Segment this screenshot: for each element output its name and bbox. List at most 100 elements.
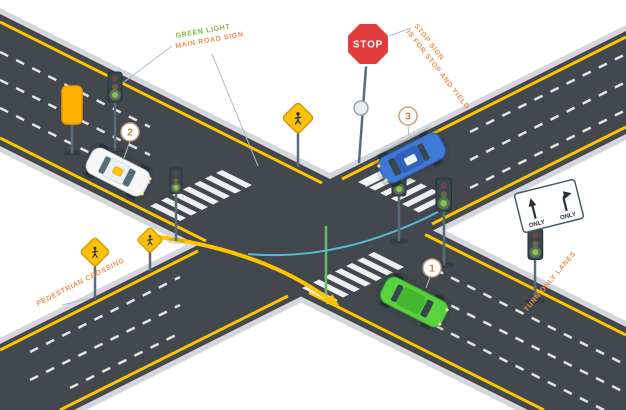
walking-person-icon	[92, 246, 98, 258]
lane-line	[469, 108, 626, 190]
edge-line	[0, 249, 199, 352]
traffic-light-taxi-group	[167, 167, 185, 244]
crosswalk-stripe	[346, 263, 382, 281]
marker-stem	[407, 124, 410, 141]
road-edge-lines	[0, 20, 626, 410]
wheel	[434, 293, 445, 302]
headlight	[438, 322, 442, 326]
pedestrian-sign-top-group	[282, 102, 314, 168]
marker-number: 3	[405, 112, 411, 123]
traffic-light	[169, 167, 183, 194]
marker-stem	[425, 276, 431, 289]
marker-stem	[123, 140, 131, 159]
door-decal	[404, 154, 418, 166]
turn-path-teal	[247, 211, 439, 257]
walking-person-icon	[147, 235, 153, 246]
crosswalk-stripe	[335, 268, 371, 287]
marker-circle	[398, 106, 418, 126]
crosswalk-stripe	[402, 189, 438, 207]
wheel	[139, 164, 150, 172]
wheel	[98, 143, 109, 152]
wheel	[84, 171, 95, 179]
green-car	[375, 271, 453, 333]
marker-blue-car: 3	[398, 106, 418, 141]
headlight	[148, 177, 152, 181]
car-roof	[396, 287, 427, 315]
annotation-stop-sign: STOP SIGN IS FOR STOP AND YIELD	[405, 23, 471, 111]
crosswalk-stripe	[313, 279, 349, 298]
windshield	[122, 168, 136, 187]
wheel	[391, 179, 402, 187]
traffic-light	[435, 177, 452, 212]
amber-board-sign	[61, 85, 83, 125]
crosswalk-stripe	[194, 181, 230, 199]
straight-arrow-icon	[531, 204, 537, 219]
taxi-car	[81, 142, 155, 202]
marker-green-car: 1	[422, 258, 442, 289]
windshield	[388, 157, 402, 176]
marker-taxi: 2	[120, 122, 140, 159]
rear-window	[417, 143, 430, 161]
roads	[0, 8, 626, 410]
stop-sign-label: STOP	[353, 40, 383, 51]
wheel	[420, 321, 431, 330]
marker-circle	[120, 122, 140, 142]
wheel	[418, 130, 429, 139]
traffic-light-topleft-group	[61, 71, 125, 156]
edge-line	[59, 294, 289, 410]
turn-arrow-head	[326, 294, 339, 305]
lane-markings	[0, 50, 626, 410]
leader-line	[123, 45, 173, 83]
rear-window	[391, 284, 404, 303]
wheel	[393, 273, 404, 281]
edge-line	[0, 20, 323, 185]
crosswalk-stripe	[216, 170, 252, 188]
headlight	[140, 192, 144, 196]
lane-line	[69, 331, 181, 390]
leader-line	[211, 53, 259, 167]
straight-arrow-head-icon	[528, 198, 537, 207]
crosswalk-stripe	[324, 274, 360, 292]
pedestrian-sign-bottom-group	[80, 237, 110, 299]
crosswalk-stripe	[368, 252, 404, 270]
wheel	[432, 158, 443, 167]
pedestrian-sign-mid-group	[137, 227, 163, 272]
stop-sign-octagon	[345, 21, 391, 67]
trajectory-paths	[150, 211, 439, 305]
headlight	[384, 178, 388, 182]
marker-circle	[422, 258, 442, 278]
headlight	[377, 164, 381, 168]
stop-sign-group: STOP	[345, 21, 391, 164]
turn-arrow-head-icon	[562, 191, 572, 199]
crosswalk-stripe	[172, 192, 208, 210]
traffic-light-crosswalk-group	[390, 165, 408, 244]
edge-line	[431, 125, 626, 226]
rear-window	[98, 156, 111, 174]
wheel	[125, 191, 136, 200]
traffic-light	[527, 227, 544, 261]
lane-line	[469, 52, 626, 134]
traffic-light	[107, 71, 123, 103]
wheel	[377, 151, 388, 160]
crosswalk-stripe	[183, 186, 219, 205]
lane-line	[469, 80, 626, 162]
wheel	[379, 300, 390, 309]
marker-number: 2	[127, 128, 133, 139]
edge-line	[0, 136, 207, 243]
leader-lines	[61, 27, 412, 306]
turn-only-right-label: ONLY	[560, 212, 577, 222]
leader-line	[61, 297, 91, 306]
marker-number: 1	[429, 264, 435, 275]
walking-person-icon	[294, 112, 302, 125]
turn-only-sign-group: ONLY ONLY	[513, 178, 585, 304]
crosswalk-stripe	[161, 197, 197, 216]
edge-line	[308, 291, 545, 410]
leader-line	[388, 27, 412, 37]
turn-only-left-label: ONLY	[529, 220, 546, 230]
headlight	[445, 308, 449, 312]
taxi-roof-sign	[112, 166, 124, 177]
windshield	[420, 299, 434, 318]
road-b-surface	[0, 31, 626, 410]
